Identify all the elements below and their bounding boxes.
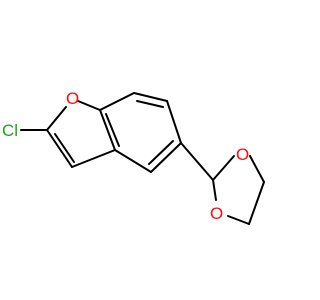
dioxolane-oxygen-bottom-label: O — [210, 204, 223, 223]
bond-ch2-ch2 — [248, 181, 265, 225]
bond-o1-c7a — [77, 100, 101, 111]
chlorine-atom-label: Cl — [2, 121, 18, 140]
bond-ch2-o-bottom — [227, 215, 250, 225]
bond-c7-c6-inner — [136, 100, 164, 108]
bond-c2-c3 — [46, 129, 73, 168]
molecule-structure: Cl O O O — [2, 89, 265, 225]
bond-c5-c4 — [150, 142, 182, 173]
furan-oxygen-label: O — [66, 89, 79, 108]
dioxolane-oxygen-top-label: O — [236, 145, 249, 164]
bond-o-top-ch2 — [249, 155, 265, 183]
bond-c7a-c7 — [99, 92, 135, 111]
bond-c2-c3-inner — [54, 133, 75, 163]
bond-c7-c6 — [133, 92, 168, 102]
bond-c2prime-o-top — [212, 155, 235, 181]
bond-c3a-c7a — [99, 109, 116, 151]
bond-c5-c2prime — [180, 142, 214, 181]
bond-c5-c4-inner — [148, 140, 174, 165]
bond-c2-o1 — [46, 106, 67, 131]
bond-c6-c5 — [166, 100, 182, 144]
bond-c7a-c3a-inner — [105, 113, 120, 147]
bond-c4-c3a — [114, 149, 152, 173]
bond-c3-c3a — [71, 149, 116, 168]
bond-c2prime-o-bottom — [212, 179, 217, 201]
